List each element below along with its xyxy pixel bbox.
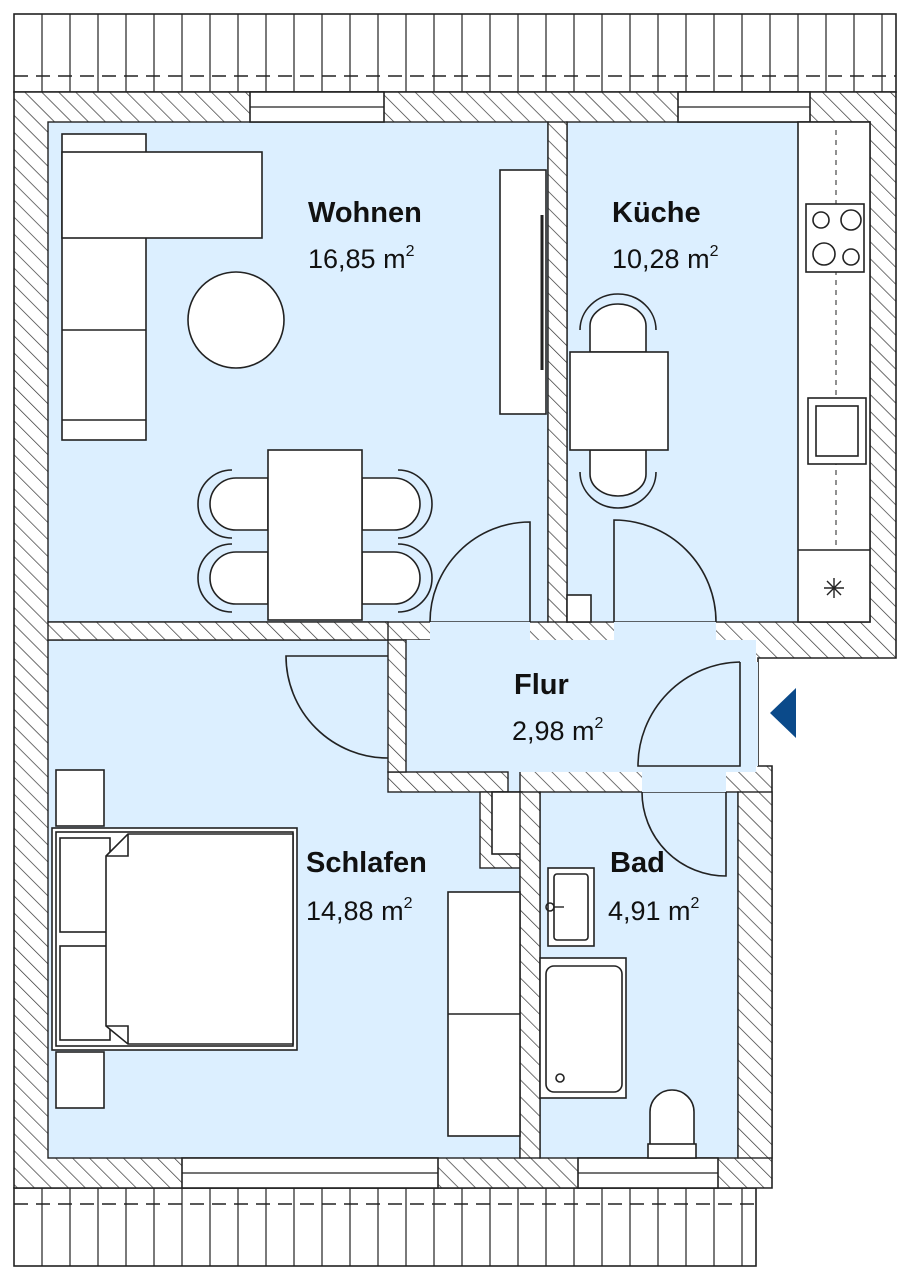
door-wohnen	[429, 521, 531, 623]
door-kueche	[613, 519, 717, 623]
toilet-icon	[647, 1089, 697, 1159]
triangle-left-icon	[770, 688, 796, 738]
room-name-flur: Flur	[514, 669, 569, 701]
room-area-bad: 4,91 m2	[608, 895, 700, 926]
wohnen-furniture	[61, 133, 547, 621]
room-name-kueche: Küche	[612, 197, 701, 229]
coffee-table	[187, 271, 285, 369]
doors	[285, 519, 758, 877]
roof-strip-bottom	[13, 1187, 757, 1267]
room-label-schlafen: Schlafen 14,88 m2	[306, 847, 427, 926]
room-area-schlafen: 14,88 m2	[306, 895, 413, 926]
fridge-asterisk-icon	[824, 578, 844, 598]
room-flur-fill	[388, 640, 756, 772]
door-bad	[641, 791, 727, 877]
washbasin-icon	[545, 867, 595, 947]
bad-furniture	[539, 867, 697, 1159]
tv-cabinet	[499, 169, 547, 415]
windows	[181, 91, 811, 1189]
room-name-schlafen: Schlafen	[306, 847, 427, 879]
room-label-flur: Flur 2,98 m2	[512, 669, 604, 746]
bathtub-icon	[539, 957, 627, 1099]
kitchen-counter	[797, 121, 871, 623]
kueche-furniture	[569, 121, 871, 623]
schlafen-furniture	[51, 769, 521, 1137]
room-area-wohnen: 16,85 m2	[308, 243, 415, 274]
room-label-bad: Bad 4,91 m2	[608, 847, 700, 926]
room-name-wohnen: Wohnen	[308, 197, 422, 229]
nightstand-top	[55, 769, 105, 827]
wardrobe	[447, 891, 521, 1137]
door-schlafen	[285, 655, 389, 759]
room-area-kueche: 10,28 m2	[612, 243, 719, 274]
door-entrance	[637, 661, 741, 767]
roof-strip-top	[13, 13, 897, 93]
kitchen-table	[569, 351, 669, 451]
dining-set	[197, 449, 433, 621]
kitchen-dining-set	[569, 293, 669, 509]
bed	[51, 827, 298, 1051]
room-label-wohnen: Wohnen 16,85 m2	[308, 197, 422, 274]
sink-icon	[807, 397, 867, 465]
room-name-bad: Bad	[610, 847, 665, 879]
room-label-kueche: Küche 10,28 m2	[612, 197, 719, 274]
dining-table	[267, 449, 363, 621]
inner-walls	[47, 121, 773, 1159]
room-area-flur: 2,98 m2	[512, 715, 604, 746]
nightstand-bottom	[55, 1051, 105, 1109]
stove-icon	[805, 203, 865, 273]
